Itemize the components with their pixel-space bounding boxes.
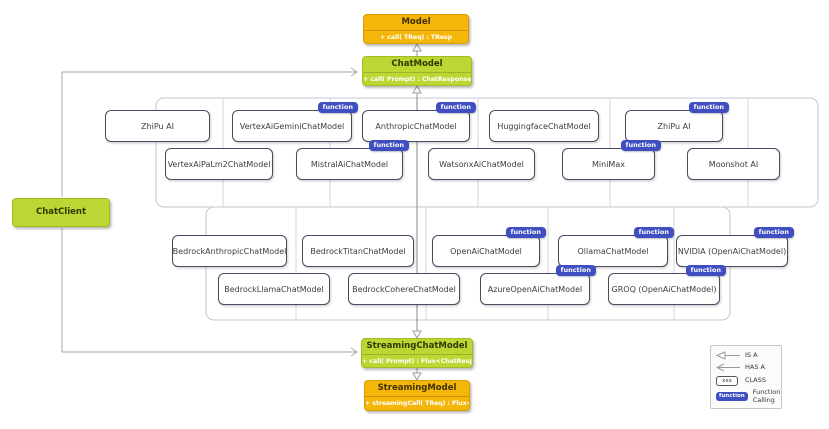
chat-client-class-box: ChatClient [12, 198, 110, 227]
is-a-spine [412, 42, 422, 382]
class-box-vertexaigeminichatmodel: VertexAiGeminiChatModel function [232, 102, 358, 142]
legend-item-function-calling: function Function Calling [716, 388, 780, 404]
legend-function-calling-label: Function Calling [752, 388, 781, 404]
class-box-label: BedrockCohereChatModel [352, 284, 456, 294]
streaming-chat-model-title: StreamingChatModel [366, 341, 468, 351]
has-a-arrow-icon [716, 363, 740, 372]
class-box-label: Moonshot AI [708, 159, 759, 169]
class-box-label: ZhiPu AI [657, 121, 691, 131]
class-box-label: VertexAiPaLm2ChatModel [167, 159, 271, 169]
class-box-azureopenaichatmodel: AzureOpenAiChatModel function [480, 265, 596, 305]
class-box-anthropicchatmodel: AnthropicChatModel function [362, 102, 476, 142]
class-box-label: NVIDIA (OpenAiChatModel) [677, 246, 787, 256]
chat-client-title: ChatClient [35, 207, 87, 217]
chat-model-title: ChatModel [391, 59, 443, 69]
legend-is-a-label: IS A [745, 350, 758, 359]
class-box-watsonxaichatmodel: WatsonxAiChatModel [428, 148, 535, 180]
class-box-label: BedrockAnthropicChatModel [172, 246, 287, 256]
function-badge-icon: function [716, 391, 748, 402]
class-box-icon: xxx [716, 375, 740, 386]
class-box-bedrocktitanchatmodel: BedrockTitanChatModel [302, 235, 414, 267]
class-box-bedrockcoherechatmodel: BedrockCohereChatModel [348, 273, 460, 305]
function-badge: function [685, 265, 726, 276]
class-box-openaichatmodel: OpenAiChatModel function [432, 227, 546, 267]
has-a-connectors [61, 67, 358, 357]
streaming-model-class-box: StreamingModel + streamingCall( TReq) : … [364, 380, 470, 411]
class-box-moonshot-ai: Moonshot AI [687, 148, 780, 180]
class-box-label: BedrockTitanChatModel [310, 246, 406, 256]
function-badge: function [753, 227, 794, 238]
legend-item-has-a: HAS A [716, 363, 776, 372]
function-badge: function [688, 102, 729, 113]
function-badge: function [505, 227, 546, 238]
class-box-zhipu-ai: ZhiPu AI [105, 110, 210, 142]
class-box-label: WatsonxAiChatModel [439, 159, 524, 169]
class-box-huggingfacechatmodel: HuggingfaceChatModel [489, 110, 599, 142]
function-badge: function [633, 227, 674, 238]
function-badge: function [435, 102, 476, 113]
function-badge: function [620, 140, 661, 151]
class-box-label: AzureOpenAiChatModel [487, 284, 583, 294]
function-badge: function [368, 140, 409, 151]
class-box-sample-text: xxx [716, 375, 738, 386]
class-box-label: AnthropicChatModel [375, 121, 457, 131]
function-badge-sample: function [716, 391, 748, 402]
streaming-model-method: + streamingCall( TReq) : Flux<TResp> [365, 396, 469, 410]
legend-item-class: xxx CLASS [716, 375, 776, 386]
chat-model-method: + call( Prompt) : ChatResponse [363, 72, 471, 86]
is-a-arrow-icon [716, 351, 740, 360]
class-box-vertexaipalm2chatmodel: VertexAiPaLm2ChatModel [165, 148, 273, 180]
streaming-chat-model-method: + call( Prompt) : Flux<ChatResponse> [362, 354, 472, 368]
class-box-bedrockllamachatmodel: BedrockLlamaChatModel [218, 273, 330, 305]
class-box-label: MistralAiChatModel [310, 159, 389, 169]
class-box-nvidia-openaichatmodel: NVIDIA (OpenAiChatModel) function [676, 227, 794, 267]
class-box-label: BedrockLlamaChatModel [224, 284, 324, 294]
class-box-label: ZhiPu AI [141, 121, 174, 131]
streaming-model-title: StreamingModel [377, 383, 457, 393]
legend-item-is-a: IS A [716, 351, 776, 360]
legend-class-label: CLASS [745, 375, 767, 384]
legend-has-a-label: HAS A [745, 363, 765, 372]
class-box-label: OpenAiChatModel [450, 246, 522, 256]
function-badge: function [317, 102, 358, 113]
class-box-label: VertexAiGeminiChatModel [239, 121, 345, 131]
class-box-label: OllamaChatModel [577, 246, 649, 256]
function-badge: function [555, 265, 596, 276]
class-box-label: MiniMax [592, 159, 625, 169]
legend: IS A HAS A xxx CLASS function Function C… [710, 345, 782, 409]
model-method: + call( TReq) : TResp [364, 30, 468, 44]
class-box-zhipu-ai: ZhiPu AI function [625, 102, 729, 142]
model-title: Model [401, 17, 431, 27]
class-box-mistralaichatmodel: MistralAiChatModel function [296, 140, 409, 180]
class-box-groq-openaichatmodel: GROQ (OpenAiChatModel) function [608, 265, 726, 305]
streaming-chat-model-class-box: StreamingChatModel + call( Prompt) : Flu… [361, 338, 473, 368]
class-box-bedrockanthropicchatmodel: BedrockAnthropicChatModel [172, 235, 287, 267]
class-box-minimax: MiniMax function [562, 140, 661, 180]
chat-model-class-box: ChatModel + call( Prompt) : ChatResponse [362, 56, 472, 86]
model-class-box: Model + call( TReq) : TResp [363, 14, 469, 44]
class-box-label: GROQ (OpenAiChatModel) [611, 284, 717, 294]
class-box-ollamachatmodel: OllamaChatModel function [558, 227, 674, 267]
class-box-label: HuggingfaceChatModel [497, 121, 591, 131]
